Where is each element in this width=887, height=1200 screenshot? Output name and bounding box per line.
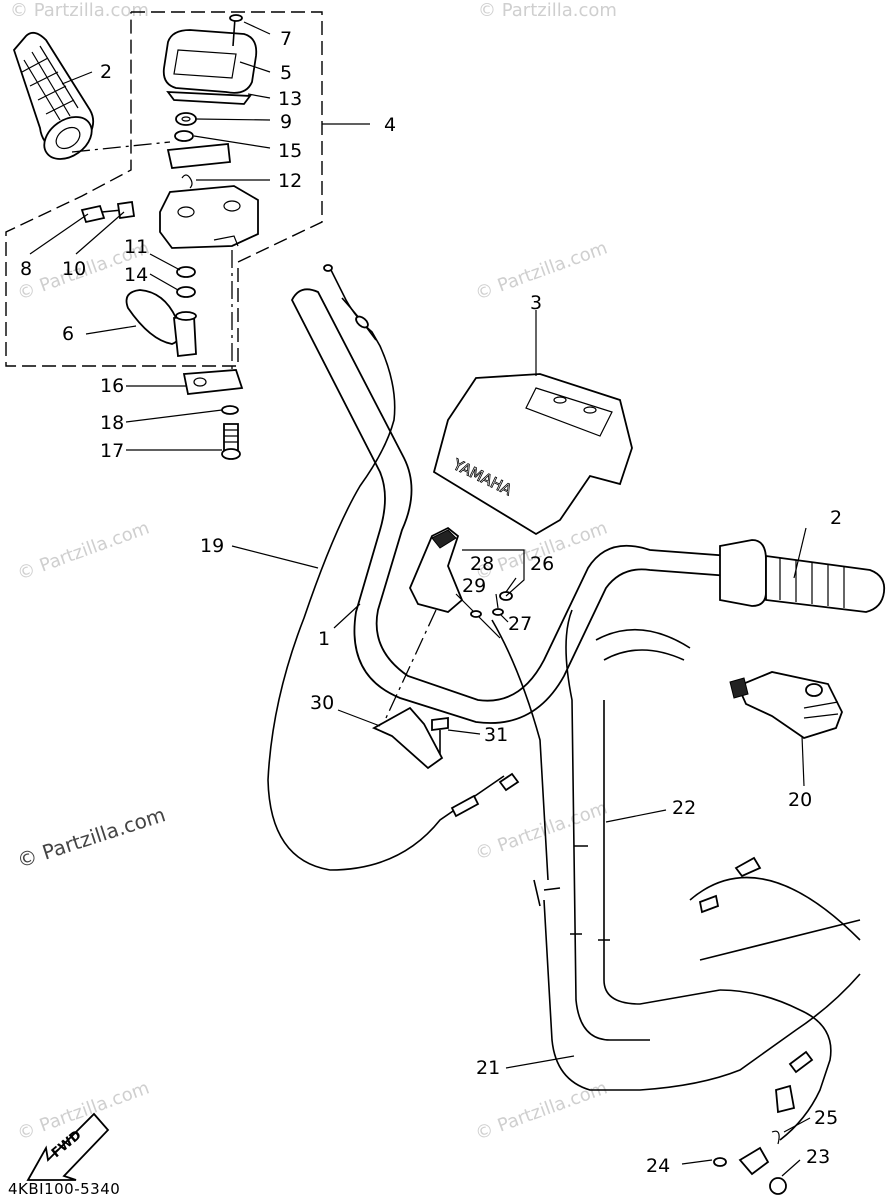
callout-15: 15 xyxy=(278,140,302,162)
handlebar-pad: YAMAHA xyxy=(432,373,633,536)
callout-22: 22 xyxy=(672,797,696,819)
clamp-and-bolt xyxy=(182,369,244,460)
watermark: © Partzilla.com xyxy=(15,517,153,584)
callout-19: 19 xyxy=(200,535,224,557)
callout-2-right: 2 xyxy=(830,507,842,529)
watermark-main: © Partzilla.com xyxy=(14,802,168,873)
brake-lever-bracket xyxy=(409,526,513,639)
right-grip xyxy=(719,539,886,613)
switch-cover xyxy=(162,14,258,105)
brake-cables xyxy=(491,609,861,1195)
left-grip xyxy=(12,31,95,160)
lever-and-washers xyxy=(125,266,197,357)
fwd-arrow: FWD xyxy=(26,1112,110,1181)
callout-4: 4 xyxy=(384,114,396,136)
callout-11: 11 xyxy=(124,236,148,258)
callout-30: 30 xyxy=(310,692,334,714)
callout-28: 28 xyxy=(470,553,494,575)
callout-24: 24 xyxy=(646,1155,670,1177)
leader-lines xyxy=(29,21,811,1177)
callout-25: 25 xyxy=(814,1107,838,1129)
callout-27: 27 xyxy=(508,613,532,635)
watermark: © Partzilla.com xyxy=(473,1077,611,1144)
callout-16: 16 xyxy=(100,375,124,397)
callout-21: 21 xyxy=(476,1057,500,1079)
callout-17: 17 xyxy=(100,440,124,462)
callout-3: 3 xyxy=(530,292,542,314)
callout-20: 20 xyxy=(788,789,812,811)
callout-9: 9 xyxy=(280,111,292,133)
callout-12: 12 xyxy=(278,170,302,192)
callout-2: 2 xyxy=(100,61,112,83)
callout-26: 26 xyxy=(530,553,554,575)
callout-13: 13 xyxy=(278,88,302,110)
callout-14: 14 xyxy=(124,264,148,286)
callout-8: 8 xyxy=(20,258,32,280)
switch-washers xyxy=(159,112,259,249)
cable-guide-bracket xyxy=(371,706,449,770)
callout-29: 29 xyxy=(462,575,486,597)
bolt-and-nut xyxy=(80,200,136,224)
watermark: © Partzilla.com xyxy=(473,797,611,864)
callout-1: 1 xyxy=(318,628,330,650)
callout-18: 18 xyxy=(100,412,124,434)
handlebar xyxy=(290,288,731,724)
callout-6: 6 xyxy=(62,323,74,345)
drawing-code: 4KBI100-5340 xyxy=(8,1180,120,1198)
watermark: © Partzilla.com xyxy=(478,0,617,21)
watermarks: © Partzilla.com © Partzilla.com © Partzi… xyxy=(10,0,617,1145)
callout-31: 31 xyxy=(484,724,508,746)
callout-23: 23 xyxy=(806,1146,830,1168)
callout-10: 10 xyxy=(62,258,86,280)
callout-5: 5 xyxy=(280,62,292,84)
callout-7: 7 xyxy=(280,28,292,50)
brake-switch xyxy=(729,671,843,739)
watermark: © Partzilla.com xyxy=(10,0,149,21)
throttle-cable xyxy=(267,264,520,871)
callout-labels: 7 2 5 13 9 4 15 12 8 10 11 14 6 3 16 18 … xyxy=(20,28,842,1177)
